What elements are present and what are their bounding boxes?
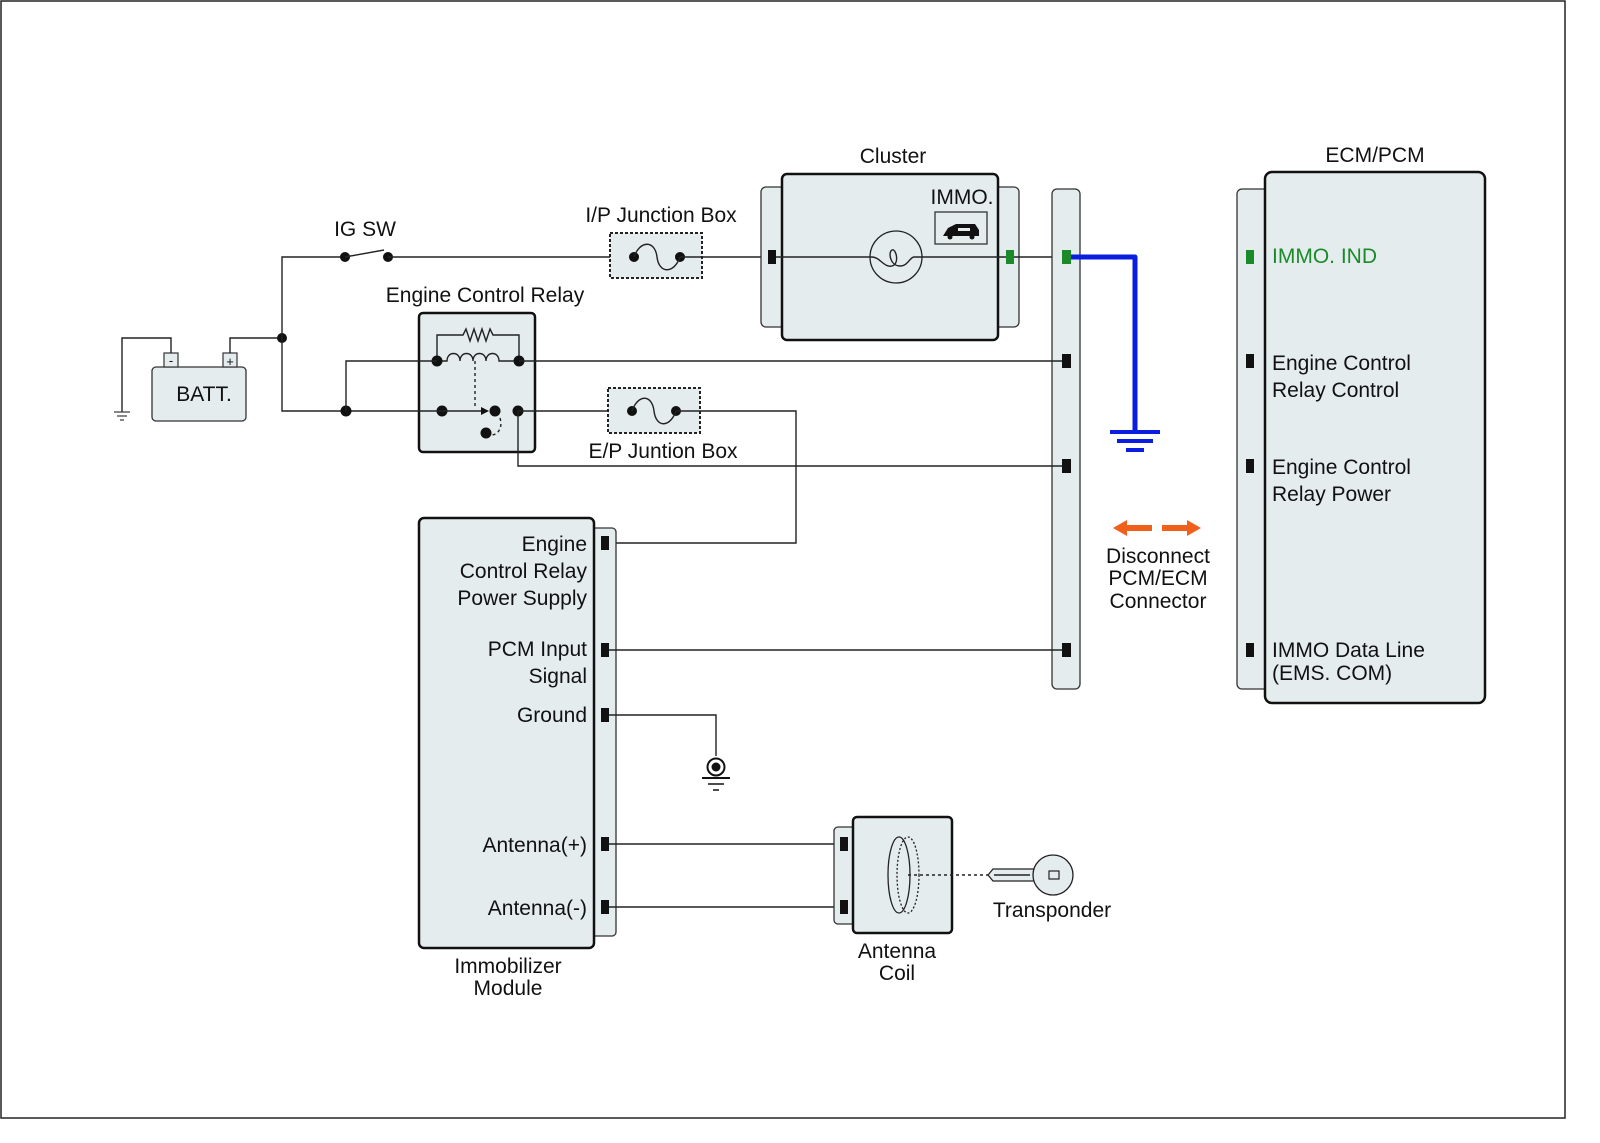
pin-label: Antenna(+) (483, 834, 588, 857)
ecm-pin-label: Engine Control (1272, 456, 1411, 479)
wire-battery-positive (229, 337, 282, 353)
antenna-coil: Antenna Coil (833, 815, 954, 985)
coil-icon (896, 836, 920, 914)
antenna-coil-label: Coil (879, 962, 915, 985)
transponder-key-icon: Transponder (987, 854, 1111, 922)
battery: - + BATT. (151, 352, 247, 422)
disconnect-note: Disconnect (1106, 545, 1210, 568)
ecm-pin-label: Relay Control (1272, 379, 1399, 402)
disconnect-note: PCM/ECM (1108, 567, 1207, 590)
battery-pos-label: + (226, 354, 234, 369)
wire-to-relay (281, 338, 346, 412)
immobilizer-module: Engine Control Relay Power Supply PCM In… (417, 516, 617, 1000)
ecm-pin-label-immo-ind: IMMO. IND (1272, 245, 1377, 268)
pin-label: Control Relay (460, 560, 588, 583)
immobilizer-pin (601, 900, 609, 914)
ecm-pcm: ECM/PCM IMMO. IND Engine Control Relay C… (1236, 144, 1487, 705)
harness-pin-relay-power (1062, 459, 1071, 473)
ecm-pin-label: IMMO Data Line (1272, 639, 1425, 662)
harness-pin-immo-data (1062, 643, 1071, 657)
relay-body (417, 311, 537, 454)
car-key-indicator-icon (943, 224, 979, 240)
fuse-icon (631, 397, 677, 425)
cluster-pin (768, 250, 776, 264)
battery-body (151, 366, 247, 422)
relay-terminal-icon (489, 405, 501, 417)
pin-label: Antenna(-) (488, 897, 587, 920)
pin-label: Engine (522, 533, 587, 556)
immobilizer-body (417, 516, 596, 950)
pin-label: Signal (529, 665, 587, 688)
ecm-body (1263, 170, 1487, 705)
relay-contact-arrow-icon (481, 407, 489, 415)
wire-immobilizer-ground (609, 714, 717, 756)
harness-pin-immo-ind (1062, 250, 1071, 264)
engine-control-relay: Engine Control Relay (386, 284, 585, 454)
ep-junction-box: E/P Juntion Box (588, 387, 738, 463)
immobilizer-label: Module (474, 977, 543, 1000)
ground-icon (1110, 430, 1160, 452)
pin-label: PCM Input (488, 638, 587, 661)
ip-junction-box-outline (609, 232, 703, 279)
cluster-immo-pin (1006, 250, 1014, 264)
immobilizer-label: Immobilizer (454, 955, 561, 978)
wire-battery-ground (121, 337, 172, 412)
wire-relay-coil-feed (345, 360, 437, 411)
lamp-filament-icon (871, 249, 915, 267)
ecm-pin-label: Relay Power (1272, 483, 1391, 506)
relay-terminal-icon (480, 427, 492, 439)
body-ground-icon (702, 757, 730, 791)
immobilizer-pin (601, 536, 609, 550)
test-jumper-wire (1071, 254, 1138, 432)
battery-label: BATT. (176, 383, 232, 406)
harness-pin-relay-control (1062, 354, 1071, 368)
ecm-harness-connector[interactable] (1051, 188, 1081, 690)
indicator-lamp-icon (869, 230, 923, 284)
cluster-label: Cluster (860, 145, 927, 168)
disconnect-arrows-icon (1113, 520, 1201, 536)
immobilizer-pin (601, 837, 609, 851)
resistor-icon (436, 326, 520, 361)
switch-blade-icon (344, 249, 385, 258)
antenna-pin (840, 900, 848, 914)
engine-control-relay-label: Engine Control Relay (386, 284, 585, 307)
antenna-coil-label: Antenna (858, 940, 937, 963)
wire-relay-power (517, 411, 1062, 467)
fuse-icon (633, 243, 681, 271)
pin-label: Ground (517, 704, 587, 727)
relay-nc-path-icon (490, 417, 502, 436)
disconnect-note: Connector (1110, 590, 1207, 613)
immobilizer-pin (601, 708, 609, 722)
ip-junction-box-label: I/P Junction Box (585, 204, 737, 227)
wire-ep-to-immobilizer (611, 410, 797, 544)
relay-coil-icon (437, 352, 519, 362)
battery-neg-label: - (169, 353, 173, 368)
antenna-coil-body (851, 815, 954, 935)
antenna-pin (840, 837, 848, 851)
chassis-ground-icon (114, 411, 130, 421)
wire-to-ig-switch (281, 256, 345, 338)
ecm-label: ECM/PCM (1325, 144, 1424, 167)
ig-switch-label: IG SW (334, 218, 396, 241)
cluster: IMMO. Cluster (760, 145, 1020, 342)
ecm-pin-label: Engine Control (1272, 352, 1411, 375)
ep-junction-box-label: E/P Juntion Box (588, 440, 738, 463)
ecm-pin-relay-control (1246, 354, 1254, 368)
transponder-label: Transponder (993, 899, 1111, 922)
ip-junction-box: I/P Junction Box (585, 204, 737, 279)
ecm-pin-relay-power (1246, 459, 1254, 473)
ecm-pin-immo-ind (1246, 250, 1254, 264)
immobilizer-pin (601, 643, 609, 657)
cluster-immo-label: IMMO. (931, 186, 994, 209)
ecm-pin-immo-data (1246, 643, 1254, 657)
pin-label: Power Supply (457, 587, 587, 610)
ecm-pin-label: (EMS. COM) (1272, 662, 1392, 685)
